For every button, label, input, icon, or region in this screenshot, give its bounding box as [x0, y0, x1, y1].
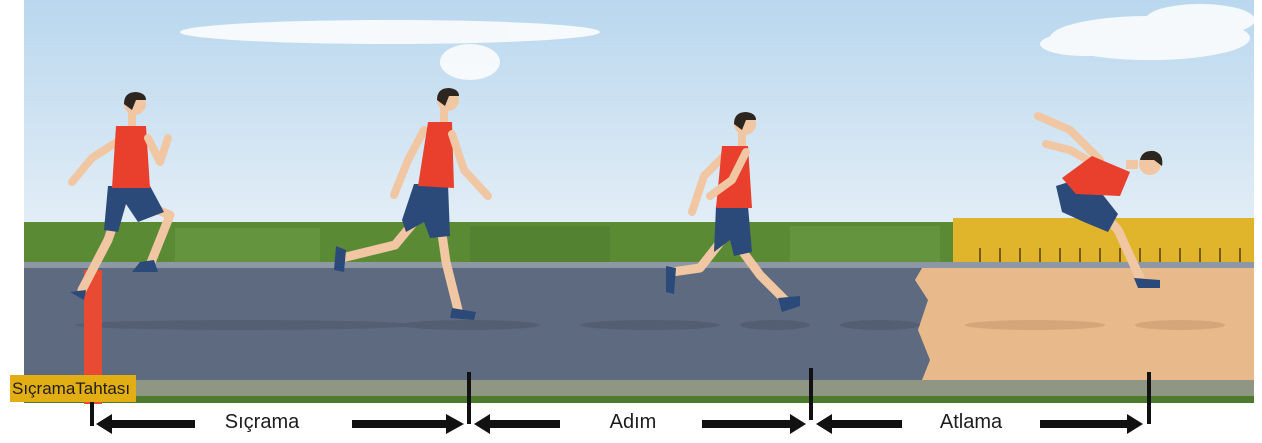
- phase-label-step: Adım: [610, 410, 657, 434]
- divider-tick-icon: [90, 398, 94, 426]
- arrow-left-icon: [816, 414, 902, 434]
- arrow-left-icon: [96, 414, 195, 434]
- divider-tick-icon: [467, 372, 471, 424]
- divider-tick-icon: [1147, 372, 1151, 424]
- takeoff-board-label: SıçramaTahtası: [10, 375, 136, 402]
- arrow-left-icon: [474, 414, 560, 434]
- phase-label-hop: Sıçrama: [225, 410, 299, 434]
- divider-tick-icon: [809, 368, 813, 420]
- arrow-right-icon: [702, 414, 806, 434]
- shadows: [75, 320, 920, 330]
- arrow-right-icon: [1040, 414, 1143, 434]
- phase-label-jump: Atlama: [940, 410, 1002, 434]
- arrow-right-icon: [352, 414, 464, 434]
